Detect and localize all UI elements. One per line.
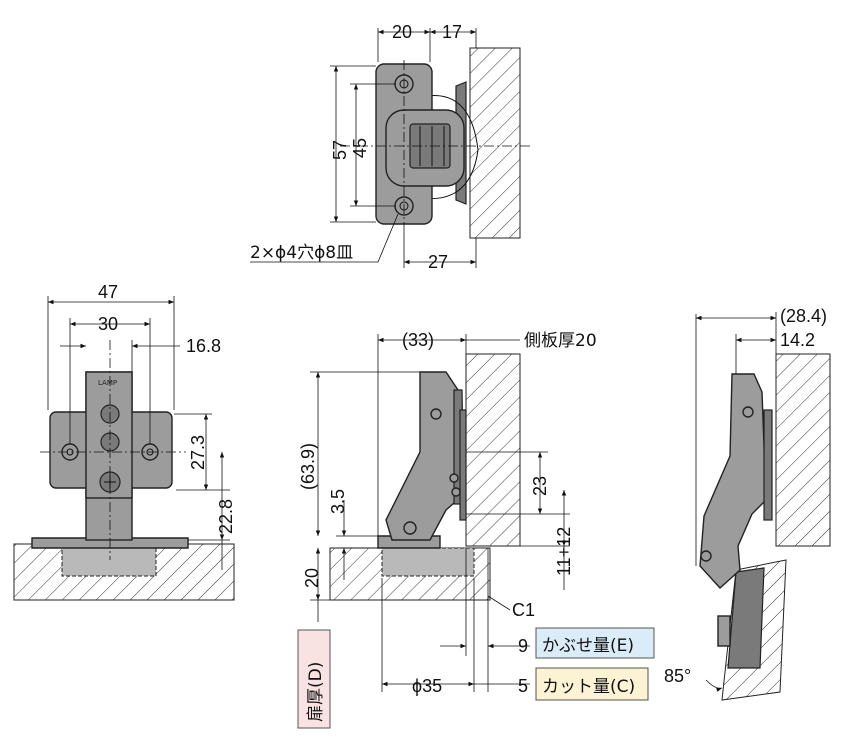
arm-side <box>385 371 463 541</box>
dim-63-9: (63.9) <box>298 443 318 490</box>
side-view <box>310 334 570 692</box>
door-cup-open <box>727 567 765 669</box>
front-view: LAMP <box>13 296 235 601</box>
dim-28-4: (28.4) <box>780 306 827 326</box>
dim-33: (33) <box>402 330 434 350</box>
dim-16-8: 16.8 <box>186 336 221 356</box>
cabinet-wall-top <box>469 47 521 239</box>
dim-17-top: 17 <box>442 22 462 42</box>
cup-side <box>381 547 475 577</box>
dim-47: 47 <box>98 282 118 302</box>
dim-11-12: 11+12 <box>554 527 574 576</box>
dim-20-top: 20 <box>392 22 412 42</box>
flange-side <box>459 409 467 521</box>
dim-23: 23 <box>530 476 550 496</box>
cut-label: カット量(C) <box>542 677 635 697</box>
door-thickness-label-box <box>297 629 331 729</box>
dim-22-8: 22.8 <box>216 499 236 534</box>
hinge-cup-arc <box>409 95 479 200</box>
dim-9: 9 <box>518 636 528 656</box>
svg-text:LAMP: LAMP <box>98 379 117 387</box>
dim-phi35: ϕ35 <box>412 676 442 696</box>
dim-27: 27 <box>428 252 448 272</box>
dim-45: 45 <box>350 138 370 158</box>
side-panel-open <box>775 353 831 547</box>
dim-30: 30 <box>98 314 118 334</box>
door-thickness-label: 扉厚(D) <box>306 662 326 722</box>
side-panel <box>465 353 521 547</box>
c1-label: C1 <box>512 600 535 620</box>
dim-57: 57 <box>330 140 350 160</box>
hole-note: 2×ϕ4穴ϕ8皿 <box>250 243 353 263</box>
overlay-label: かぶせ量(E) <box>542 636 634 656</box>
plate-open <box>763 409 773 521</box>
open-view <box>695 312 831 701</box>
panel-thickness-label: 側板厚20 <box>524 331 597 351</box>
cut-label-box <box>535 667 649 701</box>
angle-85: 85° <box>664 666 691 686</box>
top-view <box>250 28 530 268</box>
cup-edge-open <box>717 615 731 647</box>
dim-5: 5 <box>518 676 528 696</box>
dim-3-5: 3.5 <box>328 489 348 514</box>
dim-20-door: 20 <box>302 568 322 588</box>
arm-open <box>699 373 767 589</box>
dim-14-2: 14.2 <box>780 330 815 350</box>
overlay-label-box <box>535 627 655 659</box>
dim-27-3: 27.3 <box>188 435 208 470</box>
